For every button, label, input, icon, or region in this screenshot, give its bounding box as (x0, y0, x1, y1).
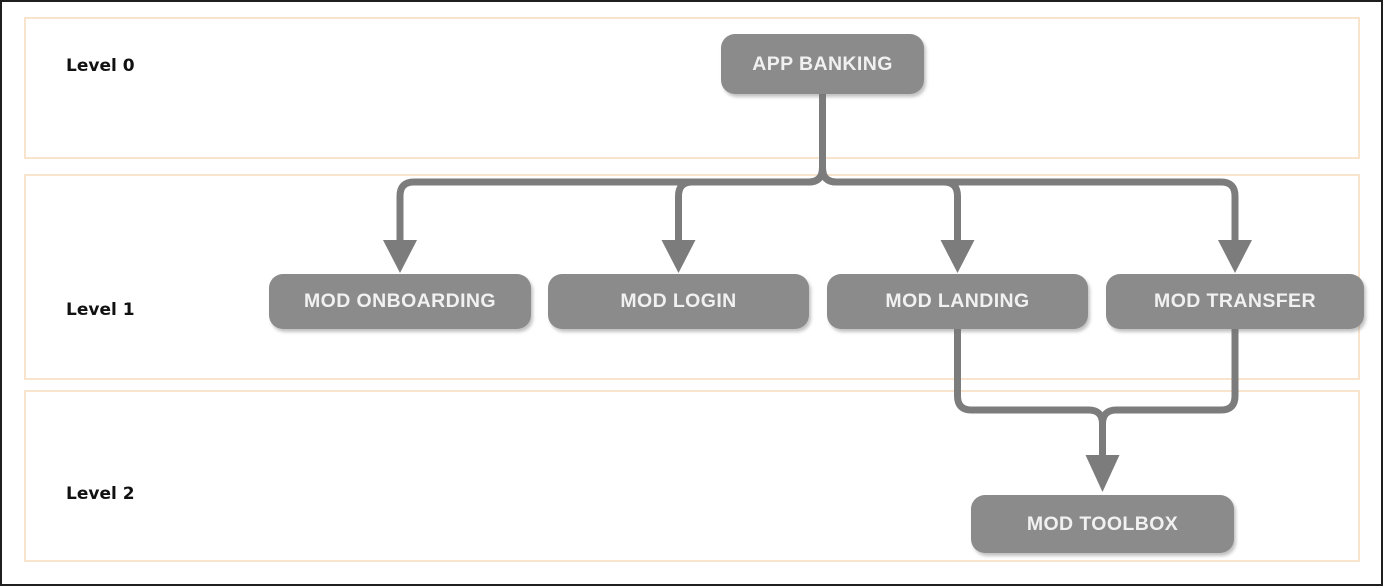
level-label-2: Level 2 (66, 484, 135, 504)
node-mod-toolbox: MOD TOOLBOX (971, 495, 1234, 553)
node-mod-onboarding-label: MOD ONBOARDING (304, 290, 496, 312)
node-mod-landing-label: MOD LANDING (885, 290, 1030, 312)
node-mod-toolbox-label: MOD TOOLBOX (1026, 512, 1179, 535)
node-mod-transfer-label: MOD TRANSFER (1154, 290, 1316, 312)
level-band-0 (24, 17, 1360, 159)
node-mod-landing: MOD LANDING (827, 274, 1088, 329)
node-mod-transfer: MOD TRANSFER (1106, 274, 1364, 329)
level-band-2 (24, 390, 1360, 562)
node-mod-login: MOD LOGIN (548, 274, 809, 329)
level-label-0: Level 0 (66, 56, 135, 76)
node-app-banking-label: APP BANKING (752, 52, 893, 75)
node-mod-onboarding: MOD ONBOARDING (269, 274, 531, 329)
node-mod-login-label: MOD LOGIN (620, 290, 737, 312)
level-label-1: Level 1 (66, 300, 135, 320)
node-app-banking: APP BANKING (721, 34, 924, 94)
